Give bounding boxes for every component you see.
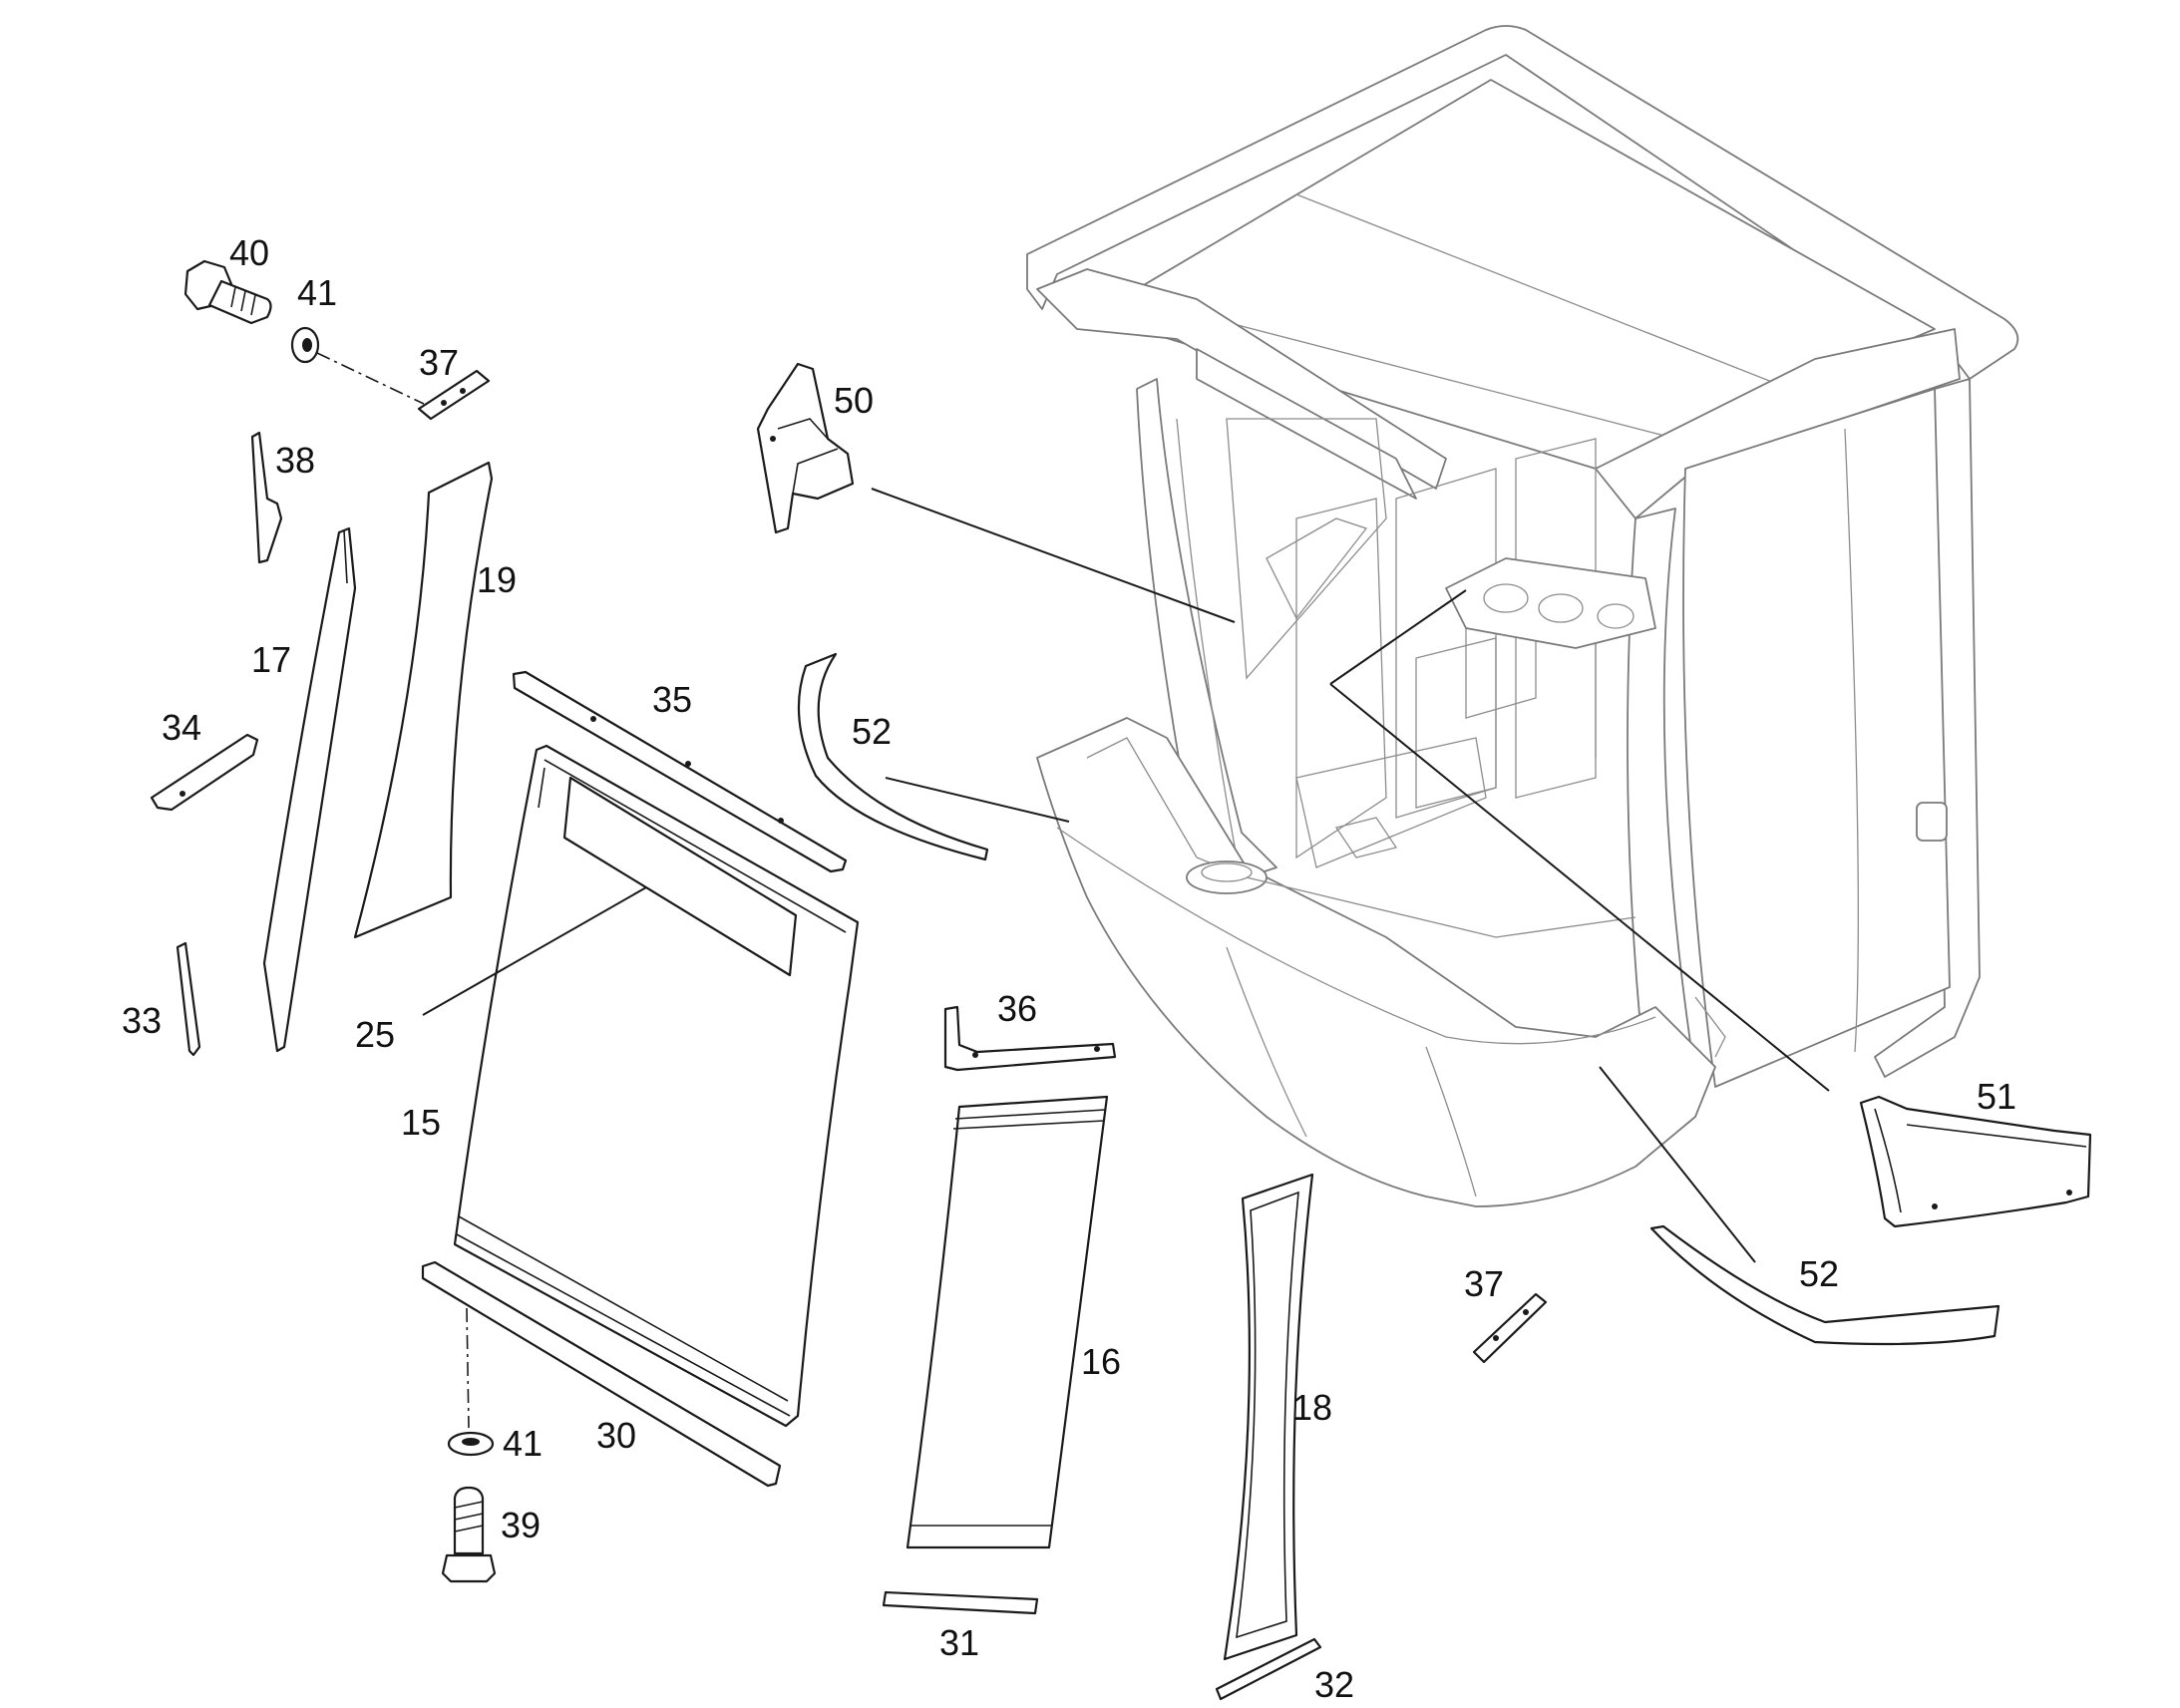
callout-18: 18 bbox=[1292, 1387, 1332, 1428]
seal-30 bbox=[421, 1260, 782, 1488]
callout-50: 50 bbox=[834, 380, 874, 421]
cab-lower-tub bbox=[1036, 717, 1716, 1207]
plate-37-top bbox=[417, 369, 491, 421]
trim-18 bbox=[1223, 1173, 1314, 1661]
callout-36: 36 bbox=[997, 988, 1037, 1029]
bracket-36 bbox=[943, 1005, 1117, 1072]
callout-30: 30 bbox=[596, 1415, 636, 1456]
leader-51-b bbox=[1329, 589, 1467, 685]
label-25 bbox=[562, 776, 798, 977]
bracket-34 bbox=[150, 733, 259, 812]
seal-32 bbox=[1215, 1637, 1322, 1701]
callout-33: 33 bbox=[122, 1000, 162, 1041]
callout-41-bottom: 41 bbox=[503, 1423, 543, 1464]
cover-51 bbox=[1859, 1095, 2092, 1228]
leader-lines bbox=[422, 488, 1830, 1263]
window-panel-15 bbox=[453, 744, 860, 1428]
callout-52-bottom: 52 bbox=[1799, 1253, 1839, 1294]
axis-line-bottom bbox=[466, 1307, 470, 1429]
callout-37-top: 37 bbox=[419, 342, 459, 383]
callout-19: 19 bbox=[477, 559, 517, 600]
plate-37-bottom bbox=[1472, 1292, 1548, 1364]
washer-41-top bbox=[290, 326, 320, 364]
leader-51 bbox=[1329, 683, 1830, 1092]
callout-25: 25 bbox=[355, 1014, 395, 1055]
leader-50 bbox=[871, 488, 1236, 623]
callout-52-top: 52 bbox=[852, 711, 892, 752]
cab-left-pillar bbox=[1136, 378, 1277, 878]
cab-assembly bbox=[1026, 25, 2019, 1207]
callout-40: 40 bbox=[229, 232, 269, 273]
callout-51: 51 bbox=[1977, 1076, 2016, 1117]
callout-32: 32 bbox=[1314, 1664, 1354, 1705]
rail-35 bbox=[512, 670, 848, 873]
trim-17 bbox=[262, 526, 357, 1053]
leader-25 bbox=[422, 886, 647, 1016]
trim-19 bbox=[353, 461, 494, 939]
callout-34: 34 bbox=[162, 707, 201, 748]
leader-52-bottom bbox=[1599, 1066, 1756, 1263]
callout-labels: 40 41 37 38 50 19 17 35 52 34 33 25 15 3… bbox=[122, 232, 2016, 1705]
cab-rear-post bbox=[1874, 378, 1981, 1078]
strip-33 bbox=[176, 941, 201, 1057]
callout-17: 17 bbox=[251, 639, 291, 680]
axis-line-top bbox=[316, 352, 425, 405]
bracket-50 bbox=[756, 362, 855, 534]
callout-31: 31 bbox=[939, 1622, 979, 1663]
callout-41-top: 41 bbox=[297, 272, 337, 313]
bolt-40 bbox=[183, 259, 272, 325]
callout-39: 39 bbox=[501, 1505, 541, 1545]
cab-air-vent bbox=[1445, 557, 1656, 649]
callout-38: 38 bbox=[275, 440, 315, 481]
leader-52-top bbox=[885, 777, 1070, 823]
callout-16: 16 bbox=[1081, 1341, 1121, 1382]
cab-door bbox=[1682, 388, 1951, 1088]
callout-15: 15 bbox=[401, 1102, 441, 1143]
clip-38 bbox=[250, 431, 283, 564]
strip-31 bbox=[882, 1590, 1039, 1615]
trim-52-top bbox=[797, 652, 989, 861]
trim-52-bottom bbox=[1649, 1224, 2000, 1346]
bolt-39 bbox=[441, 1486, 497, 1583]
window-panel-16 bbox=[906, 1095, 1109, 1549]
callout-37-bottom: 37 bbox=[1464, 1263, 1504, 1304]
washer-41-bottom bbox=[447, 1431, 495, 1457]
callout-35: 35 bbox=[652, 679, 692, 720]
